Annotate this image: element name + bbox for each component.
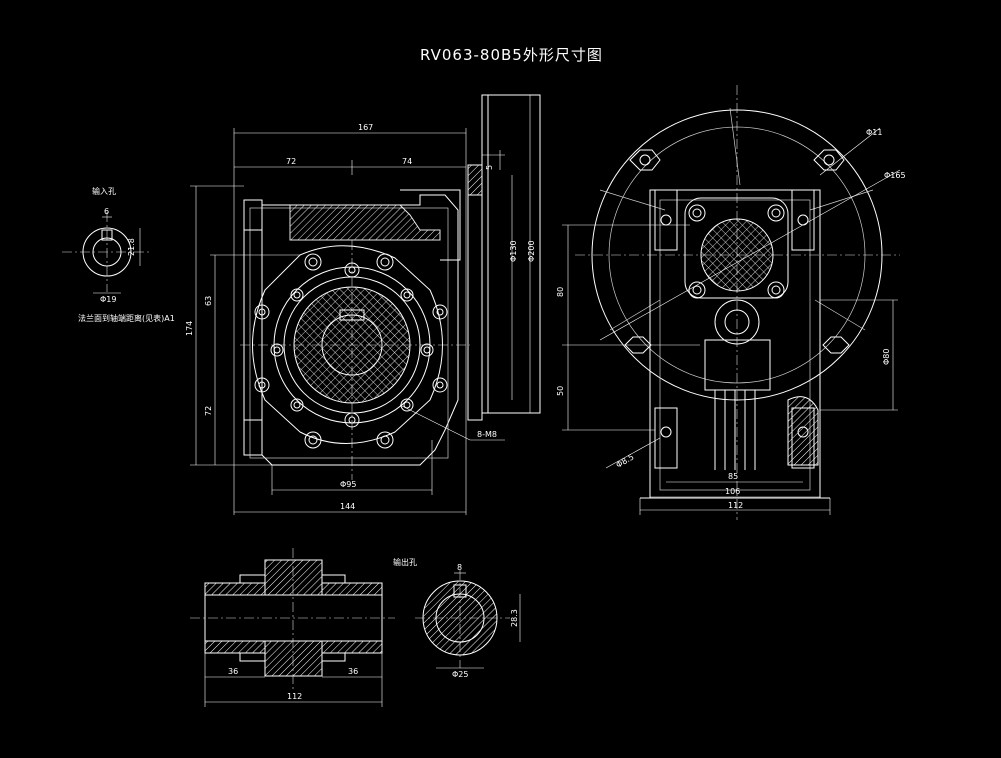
input-keyway-width: 6 [104, 207, 109, 216]
dim-flange-dia: Φ200 [527, 240, 536, 262]
dim-flange-thickness: 5 [485, 165, 494, 170]
front-bolt-holes [254, 253, 448, 449]
shaft-left-len: 36 [228, 667, 238, 676]
shaft-overall-len: 112 [287, 692, 302, 701]
output-hole-detail: 输出孔 8 28.3 Φ25 [393, 557, 521, 679]
input-keyway-height: 21.8 [127, 238, 136, 256]
input-note: 法兰面到轴端距离(见表)A1 [78, 313, 175, 323]
drawing-title: RV063-80B5外形尺寸图 [420, 46, 603, 64]
dim-side-upper-height: 80 [556, 287, 565, 297]
dim-bolt-callout: 8-M8 [477, 430, 497, 439]
input-hole-label: 输入孔 [92, 186, 116, 196]
dim-lower-height: 72 [204, 406, 213, 416]
dim-spigot: Φ130 [509, 240, 518, 262]
dim-right-half: 74 [402, 157, 412, 166]
shaft-right-len: 36 [348, 667, 358, 676]
output-hole-label: 输出孔 [393, 557, 417, 567]
side-view: Φ11 Φ165 80 50 Φ80 Φ8.5 85 106 112 [556, 85, 906, 520]
dim-overall-width: 167 [358, 123, 373, 132]
front-view: 167 72 74 174 63 72 Φ95 144 8-M8 [185, 94, 541, 515]
dim-side-hole-dia: Φ11 [866, 128, 882, 137]
dim-height-total: 174 [185, 321, 194, 336]
output-bore-dia: Φ25 [452, 670, 468, 679]
output-keyway-width: 8 [457, 563, 462, 572]
output-keyway-height: 28.3 [510, 609, 519, 627]
dim-side-pcd: Φ165 [884, 171, 906, 180]
dim-side-foot-hole: Φ8.5 [615, 452, 636, 469]
dim-left-half: 72 [286, 157, 296, 166]
dim-side-shaft-dia: Φ80 [882, 349, 891, 365]
dim-side-overall-width: 112 [728, 501, 743, 510]
dim-side-lower-height: 50 [556, 386, 565, 396]
flange-dims: 5 Φ130 Φ200 [482, 95, 536, 413]
output-shaft-section: 36 36 112 [190, 548, 395, 707]
dim-base-width: 144 [340, 502, 355, 511]
input-bore-dia: Φ19 [100, 295, 116, 304]
dim-side-foot-span: 85 [728, 472, 738, 481]
dim-side-base-width: 106 [725, 487, 740, 496]
dim-upper-height: 63 [204, 296, 213, 306]
input-hole-detail: 输入孔 6 21.8 Φ19 法兰面到轴端距离(见表)A1 [62, 186, 175, 323]
dim-bolt-circle: Φ95 [340, 480, 356, 489]
